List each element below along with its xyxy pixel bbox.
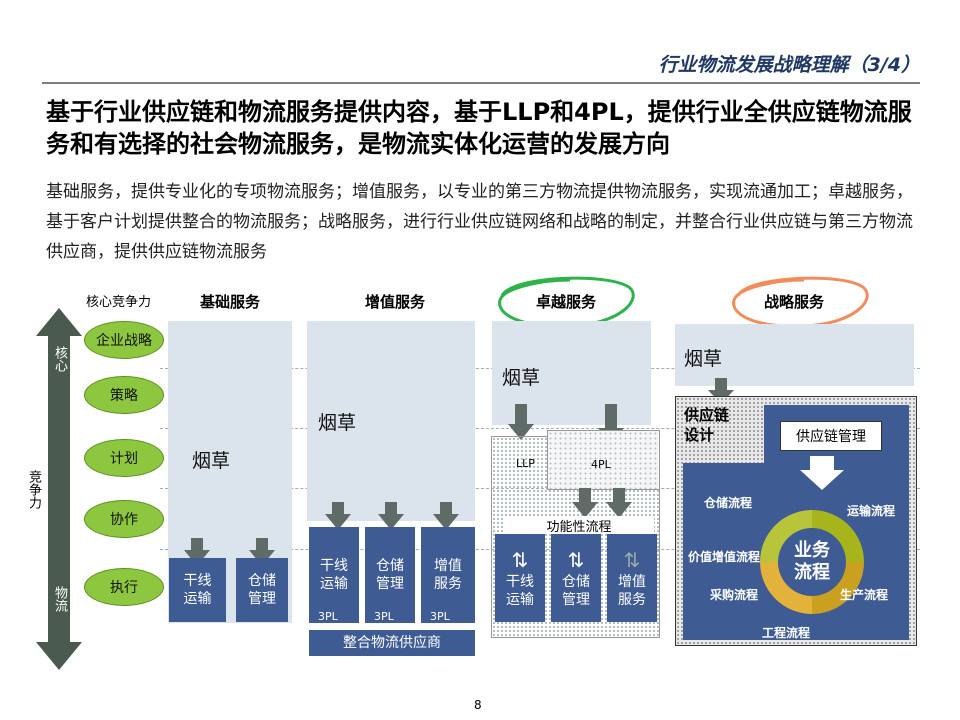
- box-label: 增值 服务: [434, 558, 462, 592]
- axis-top-label: 核心: [52, 346, 67, 372]
- axis-label: 竞争力: [26, 470, 41, 509]
- column-title-value-added: 增值服务: [364, 293, 425, 311]
- down-arrow-icon: [184, 538, 210, 566]
- down-arrow-icon: [508, 404, 534, 440]
- down-arrow-icon: [378, 502, 404, 530]
- basic-transport-box: 干线 运输: [169, 558, 226, 622]
- box-label: 仓储 管理: [562, 574, 590, 608]
- box-label: 仓储 管理: [376, 558, 404, 592]
- down-arrow-icon: [325, 502, 351, 530]
- tag-3pl: 3PL: [374, 610, 394, 623]
- down-arrow-icon: [606, 488, 632, 518]
- sc-mgmt-panel-left: [683, 463, 766, 640]
- axis-bottom-label: 物流: [52, 586, 67, 612]
- process-procurement: 采购流程: [710, 588, 759, 602]
- level-pill: 计划: [84, 439, 164, 477]
- column-title-strategic: 战略服务: [763, 293, 824, 311]
- tobacco-label: 烟草: [318, 412, 357, 434]
- down-arrow-icon: [249, 538, 275, 566]
- process-transport: 运输流程: [847, 504, 896, 518]
- business-process-center: 业务 流程: [794, 540, 830, 583]
- ex-transport-box: ⇅ 干线 运输: [495, 534, 545, 622]
- llp-label: LLP: [516, 457, 535, 470]
- up-down-arrow-icon: ⇅: [567, 548, 585, 572]
- slide-title: 行业物流发展战略理解（3/4）: [658, 54, 920, 76]
- strategic-block: [675, 324, 914, 386]
- tobacco-label: 烟草: [684, 348, 723, 370]
- fourpl-box: [547, 430, 660, 490]
- value-added-block: [307, 321, 475, 521]
- axis-title: 核心竞争力: [86, 295, 152, 310]
- vertical-double-arrow: [36, 308, 82, 670]
- process-engineering: 工程流程: [762, 626, 811, 640]
- box-label: 干线 运输: [506, 574, 534, 608]
- down-arrow-icon: [708, 378, 734, 404]
- basic-storage-box: 仓储 管理: [236, 558, 288, 622]
- down-arrow-icon: [800, 456, 844, 490]
- up-down-arrow-icon: ⇅: [623, 548, 641, 572]
- up-down-arrow-icon: ⇅: [511, 548, 529, 572]
- level-pill: 协作: [84, 500, 164, 538]
- page-number: 8: [474, 698, 482, 712]
- column-title-excellent: 卓越服务: [535, 293, 596, 311]
- va-storage-box: 仓储 管理: [365, 527, 415, 623]
- tag-3pl: 3PL: [318, 610, 338, 623]
- tobacco-label: 烟草: [502, 367, 541, 389]
- process-warehousing: 仓储流程: [704, 496, 753, 510]
- box-label: 增值 服务: [618, 574, 646, 608]
- process-production: 生产流程: [840, 588, 889, 602]
- process-value-added: 价值增值流程: [688, 550, 761, 564]
- sc-mgmt-box: 供应链管理: [780, 421, 882, 451]
- cycle-arrows-icon: [760, 510, 864, 614]
- title-divider: [42, 82, 920, 84]
- description: 基础服务，提供专业化的专项物流服务；增值服务，以专业的第三方物流提供物流服务，实…: [46, 182, 913, 262]
- va-transport-box: 干线 运输: [309, 527, 359, 623]
- down-arrow-icon: [433, 502, 459, 530]
- headline: 基于行业供应链和物流服务提供内容，基于LLP和4PL，提供行业全供应链物流服务和…: [46, 98, 912, 158]
- column-title-basic: 基础服务: [199, 293, 260, 311]
- va-value-box: 增值 服务: [421, 527, 475, 623]
- row-divider: [160, 428, 920, 429]
- ex-value-box: ⇅ 增值 服务: [607, 534, 657, 622]
- tag-3pl: 3PL: [430, 610, 450, 623]
- level-pill: 企业战略: [84, 321, 164, 359]
- tobacco-label: 烟草: [192, 450, 231, 472]
- fourpl-label: 4PL: [591, 458, 611, 471]
- function-flow-label: 功能性流程: [504, 516, 654, 535]
- level-pill: 执行: [84, 568, 164, 606]
- box-label: 干线 运输: [320, 558, 348, 592]
- ex-storage-box: ⇅ 仓储 管理: [551, 534, 601, 622]
- integrate-suppliers-box: 整合物流供应商: [309, 630, 475, 656]
- sc-design-label: 供应链 设计: [684, 406, 730, 444]
- down-arrow-icon: [572, 488, 598, 518]
- level-pill: 策略: [84, 376, 164, 414]
